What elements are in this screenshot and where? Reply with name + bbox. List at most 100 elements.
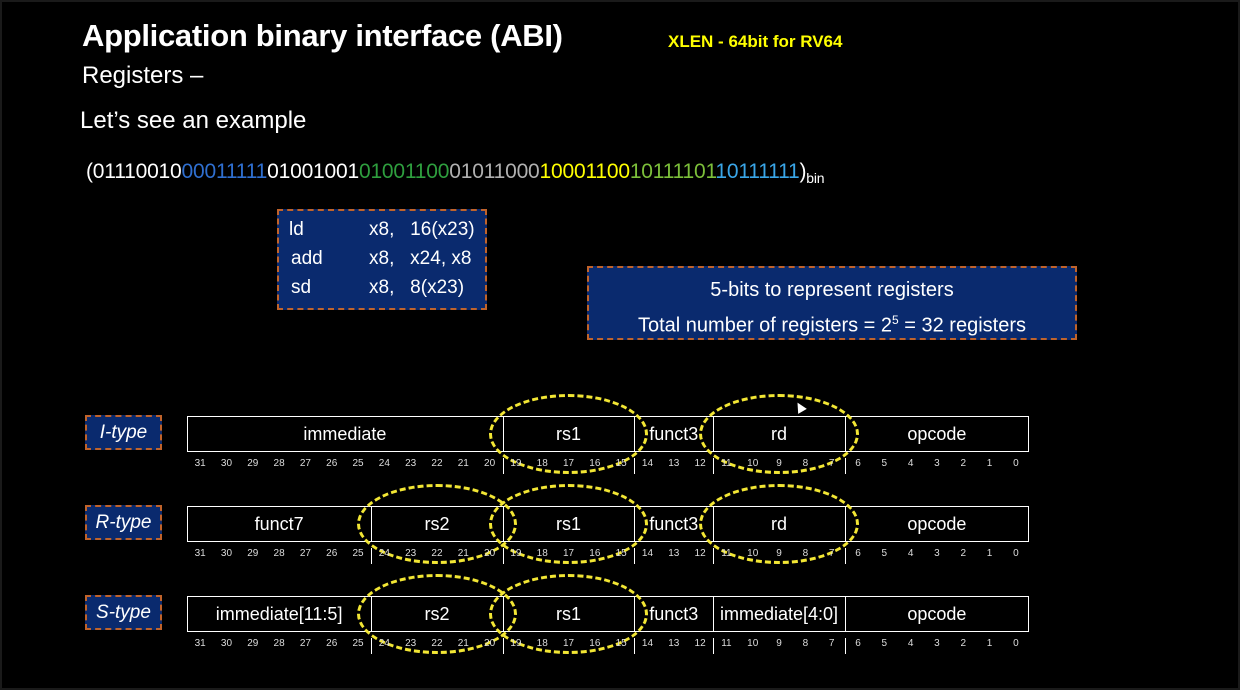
- bit-tick: [502, 548, 504, 564]
- bit-number: 19: [510, 548, 522, 559]
- field-divider: [502, 416, 504, 452]
- bit-number: 6: [855, 548, 861, 559]
- bit-number: 5: [881, 548, 888, 559]
- field-divider: [713, 506, 715, 542]
- bit-number: 18: [536, 458, 548, 469]
- bit-number: 31: [194, 458, 206, 469]
- bit-number: 1: [986, 458, 993, 469]
- binary-segment-6: 10001100: [539, 160, 630, 183]
- field-immediate-4-0-: immediate[4:0]: [720, 604, 839, 624]
- bit-number: 28: [273, 638, 285, 649]
- bit-number: 8: [802, 638, 809, 649]
- field-rd: rd: [771, 424, 788, 444]
- bit-number: 12: [694, 458, 706, 469]
- bit-tick: [713, 548, 715, 564]
- field-rd: rd: [771, 514, 788, 534]
- bit-tick: [634, 638, 636, 654]
- field-rs1: rs1: [556, 514, 582, 534]
- code-opcode: add: [291, 248, 323, 269]
- format-box: [187, 506, 1029, 542]
- bit-number: 11: [721, 458, 732, 469]
- bit-number: 26: [326, 458, 338, 469]
- bit-number: 28: [273, 458, 285, 469]
- bit-number: 15: [615, 638, 627, 649]
- field-divider: [844, 506, 846, 542]
- binary-segment-7: 10111101: [629, 160, 716, 183]
- bit-number: 2: [960, 638, 966, 649]
- bit-number: 24: [378, 548, 390, 559]
- bit-number: 13: [668, 638, 680, 649]
- bit-number: 5: [881, 638, 888, 649]
- bit-number: 20: [484, 548, 496, 559]
- bit-number: 10: [747, 638, 759, 649]
- field-divider: [844, 416, 846, 452]
- code-operands: x8, 8(x23): [369, 277, 465, 298]
- bit-number: 30: [220, 638, 233, 649]
- field-funct3: funct3: [649, 514, 699, 534]
- bit-number: 13: [668, 458, 680, 469]
- info-line-1: 5-bits to represent registers: [710, 279, 954, 301]
- bit-number: 6: [855, 638, 861, 649]
- bit-number: 15: [615, 458, 627, 469]
- bit-tick: [844, 548, 846, 564]
- format-box: [187, 596, 1029, 632]
- bit-number: 17: [562, 458, 575, 469]
- bit-number: 17: [562, 548, 575, 559]
- bit-number: 20: [484, 458, 496, 469]
- field-divider: [502, 596, 504, 632]
- bit-number: 31: [194, 548, 206, 559]
- field-rs1: rs1: [556, 604, 582, 624]
- bit-number: 3: [934, 548, 940, 559]
- bit-number: 19: [510, 638, 522, 649]
- bit-number: 5: [881, 458, 888, 469]
- bit-number: 14: [641, 458, 654, 469]
- format-label-s-type: S-type: [85, 595, 162, 630]
- bit-number: 16: [589, 638, 601, 649]
- field-rs2: rs2: [424, 604, 450, 624]
- bit-tick: [502, 458, 504, 474]
- bit-number: 27: [299, 638, 311, 649]
- bit-number: 20: [484, 638, 496, 649]
- bit-number: 30: [220, 548, 233, 559]
- bit-number: 26: [326, 638, 338, 649]
- field-divider: [713, 416, 715, 452]
- bit-number: 24: [378, 458, 390, 469]
- bit-number: 9: [776, 548, 782, 559]
- code-opcode: sd: [291, 277, 312, 298]
- field-divider: [713, 596, 715, 632]
- register-info-box: 5-bits to represent registers Total numb…: [587, 266, 1077, 340]
- bit-number: 27: [299, 458, 311, 469]
- field-immediate: immediate: [303, 424, 387, 444]
- bit-tick: [844, 458, 846, 474]
- field-divider: [371, 506, 373, 542]
- bit-number: 31: [194, 638, 206, 649]
- bit-number: 4: [907, 548, 914, 559]
- bit-number: 19: [510, 458, 522, 469]
- bit-number: 23: [405, 638, 417, 649]
- xlen-note: XLEN - 64bit for RV64: [668, 32, 843, 51]
- field-divider: [371, 596, 373, 632]
- bit-number: 4: [907, 458, 914, 469]
- bit-number: 10: [747, 458, 759, 469]
- bit-number: 4: [907, 638, 914, 649]
- field-immediate-11-5-: immediate[11:5]: [215, 604, 343, 624]
- bit-number: 25: [352, 548, 364, 559]
- bit-number: 7: [828, 548, 835, 559]
- bit-number: 7: [828, 638, 835, 649]
- field-funct7: funct7: [254, 514, 304, 534]
- field-divider: [844, 596, 846, 632]
- field-rs2: rs2: [424, 514, 450, 534]
- binary-segment-3: 01001001: [267, 160, 359, 183]
- bit-number: 28: [273, 548, 285, 559]
- info-line-2: Total number of registers = 25 = 32 regi…: [638, 313, 1026, 337]
- example-intro: Let’s see an example: [80, 107, 307, 134]
- field-opcode: opcode: [907, 514, 967, 534]
- bit-number: 3: [934, 458, 940, 469]
- bit-number: 21: [457, 548, 469, 559]
- bit-number: 12: [694, 638, 706, 649]
- format-label-r-type: R-type: [85, 505, 162, 540]
